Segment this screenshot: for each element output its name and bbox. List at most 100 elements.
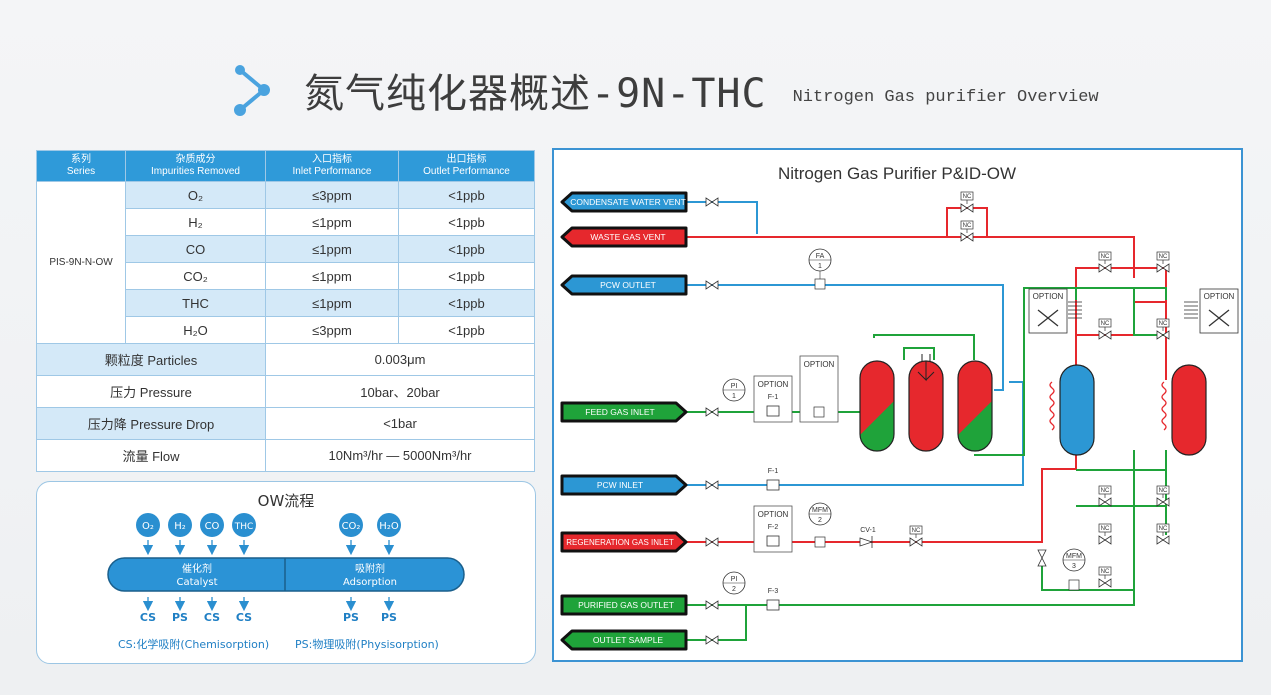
impurity-cell: THC — [125, 289, 266, 317]
svg-text:CO₂: CO₂ — [342, 521, 361, 532]
svg-text:FEED GAS INLET: FEED GAS INLET — [585, 407, 654, 417]
page-header: 氮气纯化器概述-9N-THC Nitrogen Gas purifier Ove… — [230, 60, 1099, 120]
svg-text:OPTION: OPTION — [758, 510, 789, 519]
catalyst-output-label: CS — [236, 611, 252, 624]
three-way-valve-icon — [1037, 549, 1047, 567]
table-row: H₂O ≤3ppm <1ppb — [37, 316, 535, 344]
inlet-cell: ≤1ppm — [265, 289, 399, 317]
svg-text:REGENERATION GAS INLET: REGENERATION GAS INLET — [566, 538, 674, 547]
svg-text:NC: NC — [912, 528, 921, 534]
svg-text:NC: NC — [1101, 569, 1110, 575]
catalyst-input-bubble: O₂ — [136, 513, 160, 537]
port-waste-gas-vent: WASTE GAS VENT — [560, 226, 688, 248]
svg-text:PI: PI — [731, 576, 738, 583]
spec-value-cell: 10Nm³/hr — 5000Nm³/hr — [265, 439, 535, 472]
svg-text:F-3: F-3 — [768, 588, 779, 595]
legend-ps: PS:物理吸附(Physisorption) — [295, 637, 439, 651]
nc-valve: NC — [1156, 523, 1170, 545]
svg-text:PURIFIED GAS OUTLET: PURIFIED GAS OUTLET — [578, 600, 674, 610]
nc-valve: NC — [1098, 318, 1112, 340]
svg-text:NC: NC — [1101, 321, 1110, 327]
spec-label-cell: 流量 Flow — [36, 439, 266, 472]
svg-text:THC: THC — [234, 522, 254, 532]
reactor-vessel-left — [859, 360, 895, 452]
page-subtitle: Nitrogen Gas purifier Overview — [792, 87, 1099, 107]
table-row: H₂ ≤1ppm <1ppb — [37, 208, 535, 236]
series-cell: PIS-9N-N-OW — [36, 181, 126, 344]
svg-text:NC: NC — [963, 223, 972, 229]
adsorption-input-bubble: CO₂ — [339, 513, 363, 537]
purifier-column-blue — [1049, 364, 1095, 456]
svg-text:OPTION: OPTION — [1033, 292, 1064, 301]
port-purified-gas-outlet: PURIFIED GAS OUTLET — [560, 594, 688, 616]
impurity-cell: CO — [125, 235, 266, 263]
spec-value-cell: <1bar — [265, 407, 535, 440]
svg-text:PCW INLET: PCW INLET — [597, 480, 643, 490]
svg-text:O₂: O₂ — [142, 521, 154, 532]
svg-text:PI: PI — [731, 383, 738, 390]
outlet-cell: <1ppb — [398, 316, 535, 344]
manual-valves — [705, 197, 719, 645]
nc-valve: NC — [1098, 251, 1112, 273]
nc-valve: NC — [909, 525, 923, 547]
svg-text:2: 2 — [818, 517, 822, 524]
table-row: 颗粒度 Particles 0.003μm — [36, 343, 535, 376]
adsorption-output-label: PS — [381, 611, 397, 624]
svg-text:1: 1 — [732, 393, 736, 400]
purifier-column-red — [1161, 364, 1207, 456]
option-filter-f2: OPTION F-2 — [753, 505, 793, 553]
svg-text:F-2: F-2 — [768, 524, 779, 531]
outlet-cell: <1ppb — [398, 289, 535, 317]
catalyst-adsorption-bar — [107, 557, 465, 592]
outlet-cell: <1ppb — [398, 235, 535, 263]
port-condensate-water-vent: CONDENSATE WATER VENT — [560, 191, 688, 213]
port-pcw-outlet: PCW OUTLET — [560, 274, 688, 296]
svg-text:CV-1: CV-1 — [860, 527, 876, 534]
inlet-cell: ≤1ppm — [265, 208, 399, 236]
catalyst-input-bubble: H₂ — [168, 513, 192, 537]
outlet-cell: <1ppb — [398, 208, 535, 236]
mass-flow-meter-3: MFM 3 — [1062, 548, 1086, 572]
option-cooling-fan-left: OPTION — [1028, 288, 1082, 334]
svg-text:OPTION: OPTION — [1204, 292, 1235, 301]
impurity-cell: O₂ — [125, 181, 266, 209]
mfm2-sensor-icon — [814, 536, 826, 548]
catalyst-output-label: CS — [204, 611, 220, 624]
nc-valve: NC — [960, 191, 974, 213]
filter-f3: F-3 — [766, 588, 780, 611]
svg-text:MFM: MFM — [1066, 553, 1082, 560]
nc-valve: NC — [1098, 485, 1112, 507]
molecule-logo-icon — [234, 65, 270, 116]
ow-flow-panel: OW流程 O₂ H₂ CO THC CO₂ H₂O 催化剂 Catalyst 吸… — [36, 481, 536, 664]
svg-text:NC: NC — [1101, 526, 1110, 532]
spec-label-cell: 压力降 Pressure Drop — [36, 407, 266, 440]
svg-text:3: 3 — [1072, 563, 1076, 570]
svg-text:H₂O: H₂O — [379, 521, 399, 532]
option-cooling-fan-right: OPTION — [1184, 288, 1239, 334]
table-row: THC ≤1ppm <1ppb — [37, 289, 535, 317]
catalyst-output-label: PS — [172, 611, 188, 624]
impurity-cell: CO₂ — [125, 262, 266, 290]
spec-value-cell: 0.003μm — [265, 343, 535, 376]
table-row: CO₂ ≤1ppm <1ppb — [37, 262, 535, 290]
svg-text:H₂: H₂ — [174, 521, 186, 532]
output-arrows — [142, 597, 395, 612]
svg-text:OPTION: OPTION — [758, 380, 789, 389]
ow-flow-title: OW流程 — [258, 492, 315, 510]
svg-text:NC: NC — [1159, 488, 1168, 494]
svg-text:F-1: F-1 — [768, 394, 779, 401]
nc-valve: NC — [1098, 523, 1112, 545]
port-pcw-inlet: PCW INLET — [560, 474, 688, 496]
catalyst-input-bubble: CO — [200, 513, 224, 537]
impurity-cell: H₂O — [125, 316, 266, 344]
pid-panel: Nitrogen Gas Purifier P&ID-OW CONDENSATE… — [552, 148, 1243, 662]
pid-diagram: Nitrogen Gas Purifier P&ID-OW CONDENSATE… — [560, 164, 1239, 651]
table-row: 流量 Flow 10Nm³/hr — 5000Nm³/hr — [36, 439, 535, 472]
svg-text:PCW OUTLET: PCW OUTLET — [600, 280, 656, 290]
inlet-cell: ≤1ppm — [265, 235, 399, 263]
